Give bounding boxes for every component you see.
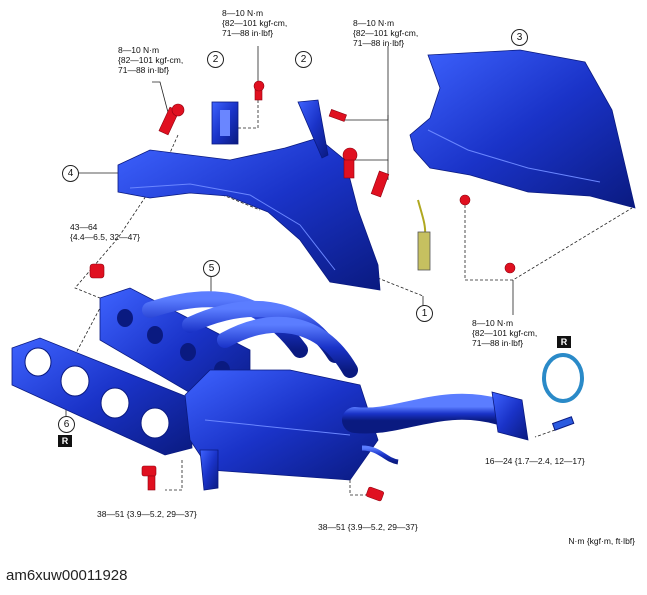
torque-line: 71—88 in·lbf} [472,338,524,348]
torque-line: 8—10 N·m [118,45,160,55]
torque-spec-stud: 16—24 {1.7—2.4, 12—17} [485,456,585,466]
exhaust-manifold [99,287,529,491]
bracket-left [211,101,239,145]
units-note: N·m {kgf·m, ft·lbf} [568,536,635,546]
torque-line: 71—88 in·lbf} [353,38,405,48]
torque-spec-top-center: 8—10 N·m {82—101 kgf-cm, 71—88 in·lbf} [222,8,287,38]
torque-spec-bottom-left: 38—51 {3.9—5.2, 29—37} [97,509,197,519]
torque-line: {82—101 kgf-cm, [222,18,288,28]
exploded-diagram [11,46,636,502]
heat-insulator-upper [409,49,636,209]
replace-mark-gasket: R [58,435,72,447]
torque-spec-left: 43—64 {4.4—6.5, 32—47} [70,222,140,242]
torque-line: 71—88 in·lbf} [222,28,274,38]
torque-spec-upper-left: 8—10 N·m {82—101 kgf-cm, 71—88 in·lbf} [118,45,183,75]
torque-line: 43—64 [70,222,98,232]
torque-line: {82—101 kgf-cm, [472,328,538,338]
oxygen-sensor [417,199,431,271]
figure-id: am6xuw00011928 [6,567,128,584]
torque-line: {82—101 kgf-cm, [118,55,184,65]
ring-gasket [542,353,584,403]
stud-bolt [551,416,575,431]
bracket-right [297,99,329,159]
heat-insulator-lower [117,137,381,291]
torque-line: {82—101 kgf-cm, [353,28,419,38]
heat-insulator-upper-edge [427,129,601,183]
torque-line: 16—24 {1.7—2.4, 12—17} [485,456,585,466]
torque-line: 8—10 N·m [222,8,264,18]
bolts [89,80,516,502]
torque-line: 71—88 in·lbf} [118,65,170,75]
torque-line: 38—51 {3.9—5.2, 29—37} [97,509,197,519]
callout-4: 4 [62,165,79,182]
heat-insulator-lower-edge [129,183,336,271]
callout-6: 6 [58,416,75,433]
torque-spec-bottom-right: 38—51 {3.9—5.2, 29—37} [318,522,418,532]
callout-1: 1 [416,305,433,322]
torque-line: 8—10 N·m [472,318,514,328]
gasket [11,337,193,456]
torque-line: 38—51 {3.9—5.2, 29—37} [318,522,418,532]
callout-3: 3 [511,29,528,46]
torque-line: {4.4—6.5, 32—47} [70,232,140,242]
replace-mark-ring: R [557,336,571,348]
callout-5: 5 [203,260,220,277]
callout-2-right: 2 [295,51,312,68]
torque-spec-top-right: 8—10 N·m {82—101 kgf-cm, 71—88 in·lbf} [353,18,418,48]
torque-spec-right: 8—10 N·m {82—101 kgf-cm, 71—88 in·lbf} [472,318,537,348]
callout-2-left: 2 [207,51,224,68]
torque-line: 8—10 N·m [353,18,395,28]
